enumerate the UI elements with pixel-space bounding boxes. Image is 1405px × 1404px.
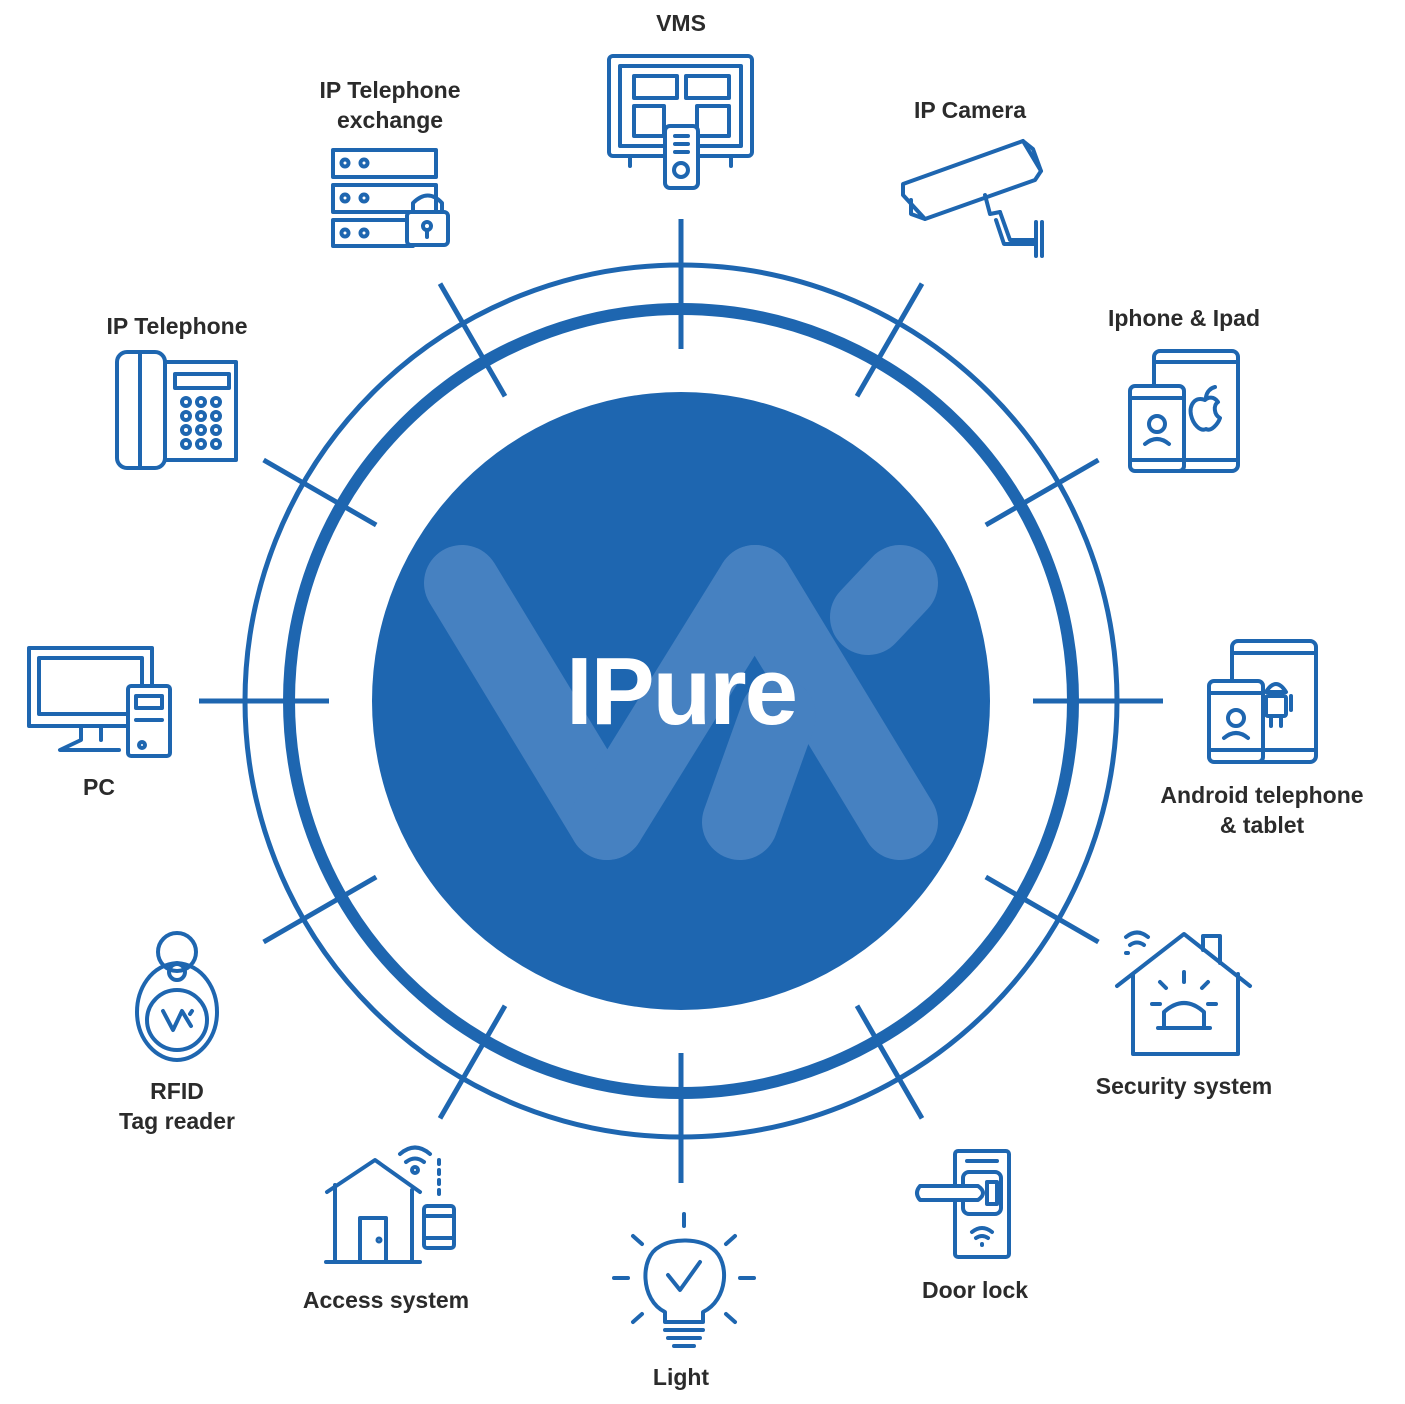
label-iphone-ipad: Iphone & Ipad [1108, 303, 1260, 333]
apple-devices-icon [1128, 349, 1240, 473]
hub-label: IPure [565, 638, 798, 745]
ring-tick [854, 282, 925, 398]
label-ip-pbx-line-2: exchange [336, 107, 444, 133]
smart-door-lock-icon [915, 1149, 1011, 1259]
ring-tick [854, 1004, 925, 1120]
label-android-line-2: & tablet [1219, 812, 1305, 838]
android-devices-icon [1207, 639, 1318, 764]
label-light-line-1: Light [652, 1364, 710, 1390]
rfid-keyfob-icon [135, 931, 219, 1062]
icons [27, 54, 1318, 1348]
label-access-system-line-1: Access system [302, 1287, 470, 1313]
label-access-system: Access system [303, 1285, 469, 1315]
label-door-lock: Door lock [922, 1275, 1028, 1305]
cctv-camera-icon [901, 139, 1044, 258]
label-security-system-line-1: Security system [1095, 1073, 1273, 1099]
label-iphone-ipad-line-1: Iphone & Ipad [1107, 305, 1261, 331]
label-ip-camera-line-1: IP Camera [913, 97, 1027, 123]
watermark-logo [424, 545, 938, 860]
label-light: Light [653, 1362, 709, 1392]
label-security-system: Security system [1096, 1071, 1272, 1101]
label-ip-telephone-line-1: IP Telephone [106, 313, 248, 339]
house-alarm-icon [1115, 930, 1252, 1056]
house-access-icon [324, 1145, 456, 1264]
desktop-pc-icon [27, 646, 172, 758]
label-rfid-line-2: Tag reader [119, 1108, 235, 1134]
ring-tick [262, 874, 378, 945]
label-door-lock-line-1: Door lock [921, 1277, 1029, 1303]
server-lock-icon [331, 148, 450, 248]
ring-tick [262, 457, 378, 528]
label-ip-pbx: IP Telephone exchange [319, 75, 460, 135]
label-rfid-line-1: RFID [150, 1078, 204, 1104]
ring-tick [437, 282, 508, 398]
desk-phone-icon [115, 350, 238, 470]
vms-monitor-remote-icon [607, 54, 754, 190]
label-ip-telephone: IP Telephone [106, 311, 247, 341]
label-ip-camera: IP Camera [914, 95, 1026, 125]
label-vms-line-1: VMS [656, 10, 706, 36]
ring-ticks [199, 219, 1163, 1183]
label-rfid: RFID Tag reader [119, 1076, 235, 1136]
label-ip-pbx-line-1: IP Telephone [319, 77, 461, 103]
ring-tick [984, 874, 1100, 945]
label-vms: VMS [656, 8, 706, 38]
label-android-line-1: Android telephone [1160, 782, 1364, 808]
label-pc-line-1: PC [83, 774, 115, 800]
label-pc: PC [83, 772, 115, 802]
ring-tick [984, 457, 1100, 528]
light-bulb-icon [612, 1212, 756, 1348]
ring-tick [437, 1004, 508, 1120]
label-android: Android telephone & tablet [1160, 780, 1363, 840]
